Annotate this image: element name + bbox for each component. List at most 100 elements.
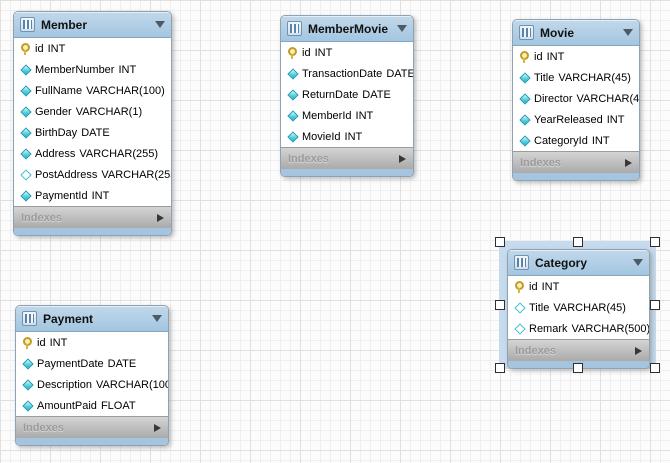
primary-key-icon xyxy=(513,280,526,293)
column-name: MovieId xyxy=(302,130,341,143)
indexes-row[interactable]: Indexes xyxy=(16,416,168,438)
column-row[interactable]: YearReleased INT xyxy=(513,109,639,130)
column-type: INT xyxy=(47,42,66,55)
column-diamond-icon xyxy=(286,67,299,80)
table-header[interactable]: Member xyxy=(14,12,171,38)
table-bottom-bar xyxy=(16,438,168,445)
table-movie[interactable]: Movie id INT Title VARCHAR(45) Director … xyxy=(512,19,640,181)
column-type: DATE xyxy=(81,126,110,139)
primary-key-icon xyxy=(518,50,531,63)
column-type: VARCHAR(45) xyxy=(553,301,626,314)
table-icon xyxy=(514,255,529,270)
table-header[interactable]: Category xyxy=(508,250,649,276)
indexes-row[interactable]: Indexes xyxy=(14,206,171,228)
column-row[interactable]: Gender VARCHAR(1) xyxy=(14,101,171,122)
table-category[interactable]: Category id INT Title VARCHAR(45) Remark xyxy=(507,249,650,369)
collapse-arrow-icon[interactable] xyxy=(397,25,407,32)
selection-handle-s[interactable] xyxy=(572,363,583,373)
indexes-row[interactable]: Indexes xyxy=(508,339,649,361)
column-name: id xyxy=(302,46,311,59)
selection-handle-e[interactable] xyxy=(650,300,660,310)
selection-handle-w[interactable] xyxy=(495,300,505,310)
table-icon xyxy=(22,311,37,326)
column-name: ReturnDate xyxy=(302,88,359,101)
selection-box[interactable]: Category id INT Title VARCHAR(45) Remark xyxy=(495,237,660,373)
column-type: INT xyxy=(606,113,625,126)
table-membermovie[interactable]: MemberMovie id INT TransactionDate DATE … xyxy=(280,15,414,177)
column-type: INT xyxy=(314,46,333,59)
selection-handle-sw[interactable] xyxy=(495,363,505,373)
column-diamond-icon xyxy=(19,105,32,118)
column-row[interactable]: CategoryId INT xyxy=(513,130,639,151)
table-member[interactable]: Member id INT MemberNumber INT FullName … xyxy=(13,11,172,236)
expand-arrow-icon[interactable] xyxy=(635,346,642,355)
collapse-arrow-icon[interactable] xyxy=(152,315,162,322)
selection-handle-se[interactable] xyxy=(650,363,660,373)
column-row[interactable]: id INT xyxy=(16,332,168,353)
column-row[interactable]: id INT xyxy=(14,38,171,59)
table-payment[interactable]: Payment id INT PaymentDate DATE Descript… xyxy=(15,305,169,446)
indexes-row[interactable]: Indexes xyxy=(281,147,413,169)
column-row[interactable]: Title VARCHAR(45) xyxy=(508,297,649,318)
column-row[interactable]: Description VARCHAR(100) xyxy=(16,374,168,395)
expand-arrow-icon[interactable] xyxy=(399,154,406,163)
column-diamond-icon xyxy=(19,126,32,139)
column-row[interactable]: Director VARCHAR(45) xyxy=(513,88,639,109)
column-row[interactable]: PostAddress VARCHAR(255) xyxy=(14,164,171,185)
primary-key-icon xyxy=(19,42,32,55)
table-header[interactable]: Movie xyxy=(513,20,639,46)
column-row[interactable]: AmountPaid FLOAT xyxy=(16,395,168,416)
column-name: id xyxy=(529,280,538,293)
expand-arrow-icon[interactable] xyxy=(157,213,164,222)
collapse-arrow-icon[interactable] xyxy=(623,29,633,36)
column-row[interactable]: id INT xyxy=(281,42,413,63)
table-title: Category xyxy=(535,255,588,270)
column-diamond-icon xyxy=(518,92,531,105)
column-row[interactable]: BirthDay DATE xyxy=(14,122,171,143)
indexes-row[interactable]: Indexes xyxy=(513,151,639,173)
column-name: PostAddress xyxy=(35,168,98,181)
table-header[interactable]: MemberMovie xyxy=(281,16,413,42)
column-row[interactable]: MemberNumber INT xyxy=(14,59,171,80)
column-diamond-icon xyxy=(19,84,32,97)
expand-arrow-icon[interactable] xyxy=(625,158,632,167)
column-row[interactable]: MemberId INT xyxy=(281,105,413,126)
column-diamond-hollow-icon xyxy=(513,301,526,314)
column-diamond-icon xyxy=(286,109,299,122)
expand-arrow-icon[interactable] xyxy=(154,423,161,432)
selection-handle-ne[interactable] xyxy=(650,237,660,247)
column-row[interactable]: MovieId INT xyxy=(281,126,413,147)
table-bottom-bar xyxy=(14,228,171,235)
column-row[interactable]: Address VARCHAR(255) xyxy=(14,143,171,164)
column-name: MemberId xyxy=(302,109,352,122)
column-row[interactable]: PaymentDate DATE xyxy=(16,353,168,374)
column-name: PaymentDate xyxy=(37,357,104,370)
column-name: FullName xyxy=(35,84,83,97)
table-bottom-bar xyxy=(281,169,413,176)
column-row[interactable]: id INT xyxy=(513,46,639,67)
column-row[interactable]: ReturnDate DATE xyxy=(281,84,413,105)
column-diamond-icon xyxy=(19,147,32,160)
selection-handle-n[interactable] xyxy=(572,237,583,247)
column-row[interactable]: Title VARCHAR(45) xyxy=(513,67,639,88)
column-list: id INT Title VARCHAR(45) Remark VARCHAR(… xyxy=(508,276,649,339)
column-diamond-icon xyxy=(518,71,531,84)
table-header[interactable]: Payment xyxy=(16,306,168,332)
column-name: Address xyxy=(35,147,76,160)
column-row[interactable]: Remark VARCHAR(500) xyxy=(508,318,649,339)
column-row[interactable]: TransactionDate DATE xyxy=(281,63,413,84)
column-diamond-icon xyxy=(286,88,299,101)
table-icon xyxy=(287,21,302,36)
column-row[interactable]: PaymentId INT xyxy=(14,185,171,206)
column-row[interactable]: id INT xyxy=(508,276,649,297)
column-name: MemberNumber xyxy=(35,63,115,76)
column-row[interactable]: FullName VARCHAR(100) xyxy=(14,80,171,101)
selection-handle-nw[interactable] xyxy=(495,237,505,247)
collapse-arrow-icon[interactable] xyxy=(155,21,165,28)
column-name: YearReleased xyxy=(534,113,603,126)
column-type: FLOAT xyxy=(100,399,136,412)
collapse-arrow-icon[interactable] xyxy=(633,259,643,266)
table-title: Movie xyxy=(540,25,575,40)
column-type: DATE xyxy=(107,357,137,370)
